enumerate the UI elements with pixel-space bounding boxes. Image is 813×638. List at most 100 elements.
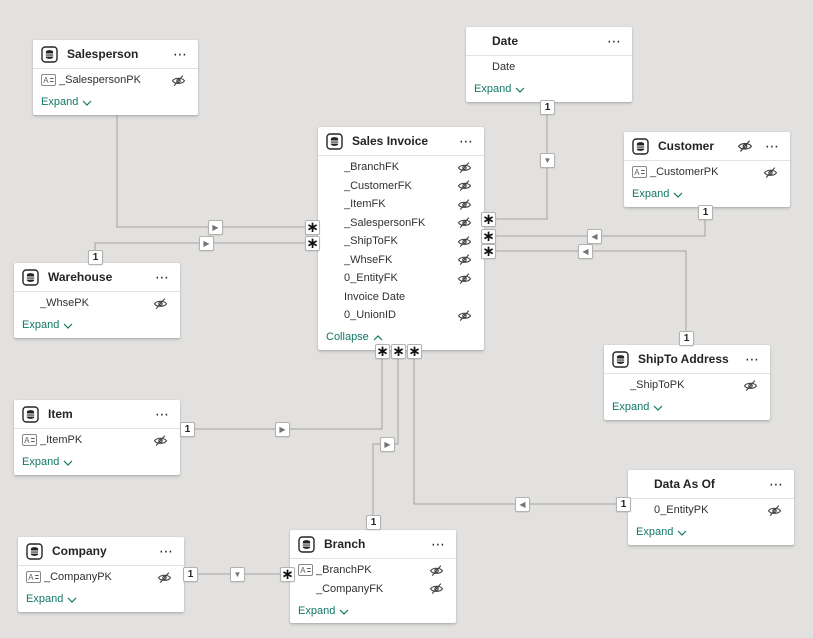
cardinality-one-badge[interactable]: 1 (183, 567, 198, 582)
field-row[interactable]: _WhseFK (318, 251, 484, 270)
cardinality-one-badge[interactable]: 1 (88, 250, 103, 265)
filter-direction-arrow-right-badge[interactable]: ▶ (208, 220, 223, 235)
more-options-button[interactable]: ⋯ (765, 138, 780, 154)
field-row[interactable]: _CompanyFK (290, 580, 456, 599)
cardinality-many-badge[interactable]: ∗ (391, 343, 406, 360)
table-header[interactable]: ShipTo Address⋯ (604, 345, 770, 374)
field-row[interactable]: _ItemFK (318, 195, 484, 214)
more-options-button[interactable]: ⋯ (431, 536, 446, 552)
cardinality-many-badge[interactable]: ∗ (407, 343, 422, 360)
field-row[interactable]: Invoice Date (318, 288, 484, 307)
table-card-sales-invoice[interactable]: Sales Invoice⋯ _BranchFK_CustomerFK_ItemF… (318, 127, 484, 350)
table-header[interactable]: Salesperson⋯ (33, 40, 198, 69)
table-header[interactable]: Branch⋯ (290, 530, 456, 559)
field-row[interactable]: A_CompanyPK (18, 568, 184, 587)
field-row[interactable]: A_CustomerPK (624, 163, 790, 182)
cardinality-one-badge[interactable]: 1 (180, 422, 195, 437)
cardinality-many-badge[interactable]: ∗ (375, 343, 390, 360)
more-options-button[interactable]: ⋯ (155, 269, 170, 285)
filter-direction-arrow-down-badge[interactable]: ▼ (540, 153, 555, 168)
filter-direction-arrow-down-badge[interactable]: ▼ (230, 567, 245, 582)
table-header[interactable]: Date⋯ (466, 27, 632, 56)
table-header[interactable]: Company⋯ (18, 537, 184, 566)
chevron-down-icon[interactable] (515, 87, 525, 93)
expand-toggle[interactable]: Expand (26, 593, 64, 605)
more-options-button[interactable]: ⋯ (155, 406, 170, 422)
chevron-down-icon[interactable] (339, 609, 349, 615)
table-header[interactable]: Customer⋯ (624, 132, 790, 161)
chevron-down-icon[interactable] (67, 597, 77, 603)
table-card-data-as-of[interactable]: Data As Of⋯ 0_EntityPK Expand (628, 470, 794, 545)
field-row[interactable]: A_ItemPK (14, 431, 180, 450)
filter-direction-arrow-right-badge[interactable]: ▶ (380, 437, 395, 452)
cardinality-many-badge[interactable]: ∗ (481, 211, 496, 228)
field-row[interactable]: _WhsePK (14, 294, 180, 313)
expand-toggle[interactable]: Expand (298, 604, 336, 617)
chevron-down-icon[interactable] (82, 100, 92, 106)
field-row[interactable]: 0_EntityPK (628, 501, 794, 520)
cardinality-many-badge[interactable]: ∗ (280, 566, 295, 583)
field-row[interactable]: 0_UnionID (318, 306, 484, 325)
table-card-company[interactable]: Company⋯ A_CompanyPK Expand (18, 537, 184, 612)
table-header[interactable]: Data As Of⋯ (628, 470, 794, 499)
expand-toggle[interactable]: Expand (41, 96, 79, 108)
cardinality-many-badge[interactable]: ∗ (305, 235, 320, 252)
chevron-down-icon[interactable] (63, 323, 73, 329)
expand-toggle[interactable]: Expand (22, 319, 60, 331)
cardinality-one-badge[interactable]: 1 (366, 515, 381, 530)
relationship-line-shipto-address-to-sales-invoice[interactable] (488, 250, 687, 345)
filter-direction-arrow-right-badge[interactable]: ▶ (275, 422, 290, 437)
chevron-up-icon[interactable] (373, 335, 383, 341)
field-row[interactable]: A_BranchPK (290, 561, 456, 580)
expand-toggle[interactable]: Expand (612, 401, 650, 413)
cardinality-one-badge[interactable]: 1 (679, 331, 694, 346)
relationship-line-date-to-sales-invoice[interactable] (488, 102, 548, 220)
table-card-shipto-address[interactable]: ShipTo Address⋯ _ShipToPK Expand (604, 345, 770, 420)
cardinality-many-badge[interactable]: ∗ (481, 228, 496, 245)
filter-direction-arrow-right-badge[interactable]: ▶ (199, 236, 214, 251)
chevron-down-icon[interactable] (673, 192, 683, 198)
cardinality-one-badge[interactable]: 1 (616, 497, 631, 512)
field-row[interactable]: 0_EntityFK (318, 269, 484, 288)
table-header[interactable]: Warehouse⋯ (14, 263, 180, 292)
more-options-button[interactable]: ⋯ (769, 476, 784, 492)
table-card-customer[interactable]: Customer⋯ A_CustomerPK Expand (624, 132, 790, 207)
more-options-button[interactable]: ⋯ (173, 46, 188, 62)
field-row[interactable]: _BranchFK (318, 158, 484, 177)
table-card-warehouse[interactable]: Warehouse⋯ _WhsePK Expand (14, 263, 180, 338)
table-card-salesperson[interactable]: Salesperson⋯ A_SalespersonPK Expand (33, 40, 198, 115)
cardinality-one-badge[interactable]: 1 (698, 205, 713, 220)
table-header[interactable]: Sales Invoice⋯ (318, 127, 484, 156)
filter-direction-arrow-left-badge[interactable]: ◀ (587, 229, 602, 244)
filter-direction-arrow-left-badge[interactable]: ◀ (515, 497, 530, 512)
cardinality-one-badge[interactable]: 1 (540, 100, 555, 115)
expand-toggle[interactable]: Expand (632, 188, 670, 200)
expand-toggle[interactable]: Expand (474, 83, 512, 95)
cardinality-many-badge[interactable]: ∗ (305, 219, 320, 236)
field-row[interactable]: _SalespersonFK (318, 214, 484, 233)
chevron-down-icon[interactable] (677, 530, 687, 536)
more-options-button[interactable]: ⋯ (459, 133, 474, 149)
relationship-line-salesperson-to-sales-invoice[interactable] (116, 115, 312, 228)
field-row[interactable]: A_SalespersonPK (33, 71, 198, 90)
table-card-item[interactable]: Item⋯ A_ItemPK Expand (14, 400, 180, 475)
chevron-down-icon[interactable] (63, 460, 73, 466)
field-row[interactable]: Date (466, 58, 632, 77)
field-row[interactable]: _ShipToPK (604, 376, 770, 395)
relationship-line-data-as-of-to-sales-invoice[interactable] (413, 345, 628, 505)
more-options-button[interactable]: ⋯ (745, 351, 760, 367)
chevron-down-icon[interactable] (653, 405, 663, 411)
cardinality-many-badge[interactable]: ∗ (481, 243, 496, 260)
filter-direction-arrow-left-badge[interactable]: ◀ (578, 244, 593, 259)
expand-toggle[interactable]: Expand (22, 456, 60, 468)
more-options-button[interactable]: ⋯ (159, 543, 174, 559)
table-card-branch[interactable]: Branch⋯ A_BranchPK_CompanyFK Expand (290, 530, 456, 623)
field-row[interactable]: _CustomerFK (318, 177, 484, 196)
more-options-button[interactable]: ⋯ (607, 33, 622, 49)
field-row[interactable]: _ShipToFK (318, 232, 484, 251)
collapse-toggle[interactable]: Collapse (326, 331, 369, 343)
expand-toggle[interactable]: Expand (636, 526, 674, 538)
table-header[interactable]: Item⋯ (14, 400, 180, 429)
